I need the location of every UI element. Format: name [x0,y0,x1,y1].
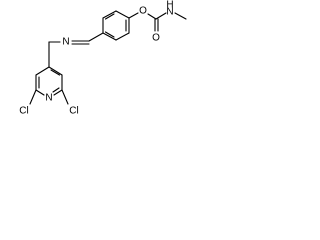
pyridine-bond [53,89,63,96]
benzene-bond [102,10,117,19]
pyridine-double-bond [50,69,61,76]
oxygen-carbonyl-bond [147,13,157,20]
chlorine-right-label: Cl [69,106,78,117]
benzene-bond [115,32,130,41]
benzene-double-bond [104,31,115,38]
benzene-double-bond [104,13,115,20]
benzene-bond [102,32,117,41]
chlorine-left-label: Cl [19,106,28,117]
carbon-chlorine-bond [61,89,69,105]
amide-hydrogen-label: H [166,0,173,11]
pyridine-bond [35,89,45,96]
pyridine-bond [35,66,50,76]
pyridine-double-bond [52,87,60,93]
carbamate-group [128,12,187,32]
carbonyl-oxygen-label: O [152,33,160,44]
benzene-bond [115,10,130,19]
benzene-ring [102,10,130,41]
pyridine-nitrogen-label: N [45,93,52,104]
amide-nitrogen-label: N [166,7,173,18]
imine-linker [48,32,104,68]
nitrogen-methyl-bond [174,12,187,20]
ester-oxygen-label: O [139,6,147,17]
molecule-structure: O O H N N N Cl Cl [19,0,187,117]
aryl-oxygen-bond [128,12,139,19]
pyridine-ring [29,66,69,105]
ring-methine-bond [88,32,104,42]
imine-nitrogen-label: N [62,37,69,48]
carbon-chlorine-bond [29,89,37,105]
pyridine-bond [48,66,63,76]
carbonyl-nitrogen-bond [155,12,167,20]
